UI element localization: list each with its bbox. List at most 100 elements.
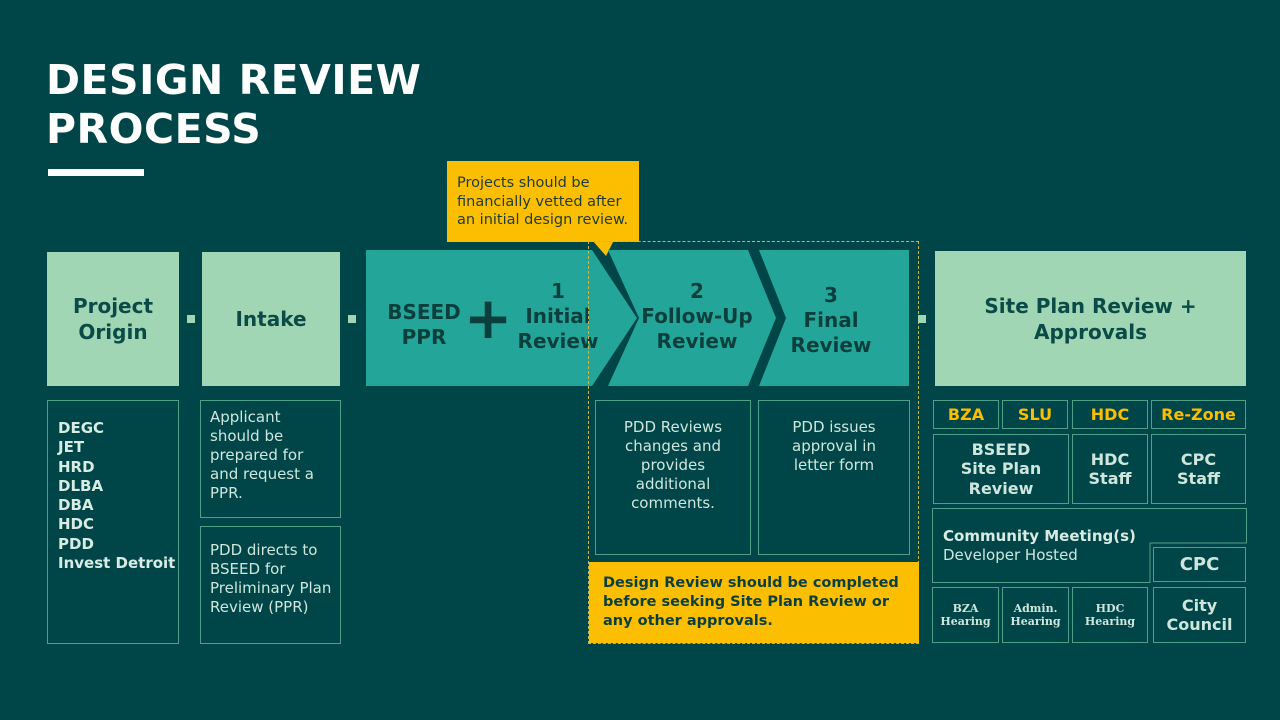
step-2-label: 2 Follow-Up Review [638,279,756,354]
list-item: DLBA [58,476,104,495]
community-meeting-subtitle: Developer Hosted [943,546,1078,564]
design-review-warning: Design Review should be completed before… [589,562,919,643]
community-meeting-outline [932,508,1247,583]
note-line: PDD Reviews [623,418,723,436]
header-rezone: Re-Zone [1151,400,1246,429]
project-origin-label: Origin [78,320,148,344]
box-line: Review [968,478,1034,498]
bseed-site-plan-review-box: BSEED Site Plan Review [933,434,1069,504]
box-line: CPC [1180,449,1217,469]
warning-line: any other approvals. [603,613,773,629]
intake-note-applicant: Applicant should be prepared for and req… [200,400,341,518]
admin-hearing-box: Admin. Hearing [1002,587,1069,643]
note-line: and request a [210,465,314,483]
callout-pointer [592,240,614,256]
warning-line: Design Review should be completed [603,575,899,591]
box-line: Site Plan [960,459,1042,479]
list-item: JET [58,438,85,457]
note-line: prepared for [210,446,304,464]
community-meeting-title: Community Meeting(s) [943,527,1136,545]
design-review-dashed-outline [588,241,919,644]
note-line: should be [210,427,284,445]
step-1-label: 1 Initial Review [508,279,608,354]
note-line: approval in [792,437,876,455]
note-line: changes and [624,437,721,455]
project-origin-list: DEGC JET HRD DLBA DBA HDC PDD Invest Det… [47,400,179,644]
followup-chevron [608,250,776,386]
final-note: PDD issues approval in letter form [758,400,910,555]
box-line: Hearing [1010,615,1061,628]
final-chevron [759,250,909,386]
note-line: Preliminary Plan [210,579,332,597]
hdc-hearing-box: HDC Hearing [1072,587,1148,643]
bseed-ppr-line: PPR [401,325,447,349]
list-item: Invest Detroit [58,554,176,573]
header-hdc: HDC [1072,400,1148,429]
note-line: comments. [631,494,715,512]
box-line: BZA [952,602,979,615]
step-title: Review [517,329,599,353]
list-item: DEGC [58,419,105,437]
connector-dot [918,315,926,323]
city-council-box: City Council [1153,587,1246,643]
note-line: PDD directs to [210,541,318,559]
intake-note-pdd: PDD directs to BSEED for Preliminary Pla… [200,526,341,644]
note-line: additional [635,475,711,493]
connector-dot [187,315,195,323]
box-line: Hearing [940,615,991,628]
cpc-staff-box: CPC Staff [1151,434,1246,504]
site-plan-label: Site Plan Review + [984,293,1197,318]
title-line-2: PROCESS [46,105,262,153]
list-item: HDC [58,515,95,534]
step-title: Initial [525,304,591,328]
header-bza: BZA [933,400,999,429]
bza-hearing-box: BZA Hearing [932,587,999,643]
box-line: BSEED [971,439,1031,459]
list-item: PDD [58,534,94,553]
note-line: BSEED for [210,560,286,578]
cpc-box: CPC [1153,547,1246,582]
project-origin-box: Project Origin [47,252,179,386]
connector-dot [348,315,356,323]
site-plan-review-box: Site Plan Review + Approvals [935,251,1246,386]
box-line: Hearing [1084,615,1136,628]
box-line: Council [1166,615,1233,634]
step-3-label: 3 Final Review [786,283,876,358]
step-title: Review [656,329,738,353]
note-line: PDD issues [792,418,876,436]
note-line: provides [640,456,706,474]
site-plan-label: Approvals [1033,319,1147,344]
box-line: Admin. [1013,602,1058,615]
financial-vetting-callout: Projects should be financially vetted af… [447,161,639,242]
step-title: Review [790,333,872,357]
project-origin-label: Project [72,294,154,318]
step-number: 2 [690,279,704,303]
review-steps-chevrons [366,250,909,386]
note-line: Applicant [210,408,281,426]
step-number: 3 [824,283,838,307]
title-line-1: DESIGN REVIEW [46,56,422,104]
bseed-ppr-line: BSEED [387,300,461,324]
bseed-initial-chevron [366,250,637,386]
intake-label: Intake [235,307,307,331]
bseed-ppr-label: BSEED PPR [382,300,466,350]
community-meeting-text: Community Meeting(s) Developer Hosted [943,527,1148,565]
followup-note: PDD Reviews changes and provides additio… [595,400,751,555]
page-title: DESIGN REVIEW PROCESS [46,56,421,154]
plus-icon: + [463,284,513,352]
step-number: 1 [551,279,565,303]
warning-line: before seeking Site Plan Review or [603,594,889,610]
callout-line: an initial design review. [457,212,629,228]
intake-box: Intake [202,252,340,386]
step-title: Follow-Up [641,304,753,328]
box-line: HDC [1090,449,1130,469]
callout-line: Projects should be [457,175,590,191]
box-line: Staff [1177,469,1220,488]
note-line: letter form [793,456,875,474]
list-item: HRD [58,457,95,476]
note-line: Review (PPR) [210,598,309,616]
box-line: City [1181,596,1218,615]
note-line: PPR. [210,484,243,502]
list-item: DBA [58,496,94,515]
header-slu: SLU [1002,400,1068,429]
